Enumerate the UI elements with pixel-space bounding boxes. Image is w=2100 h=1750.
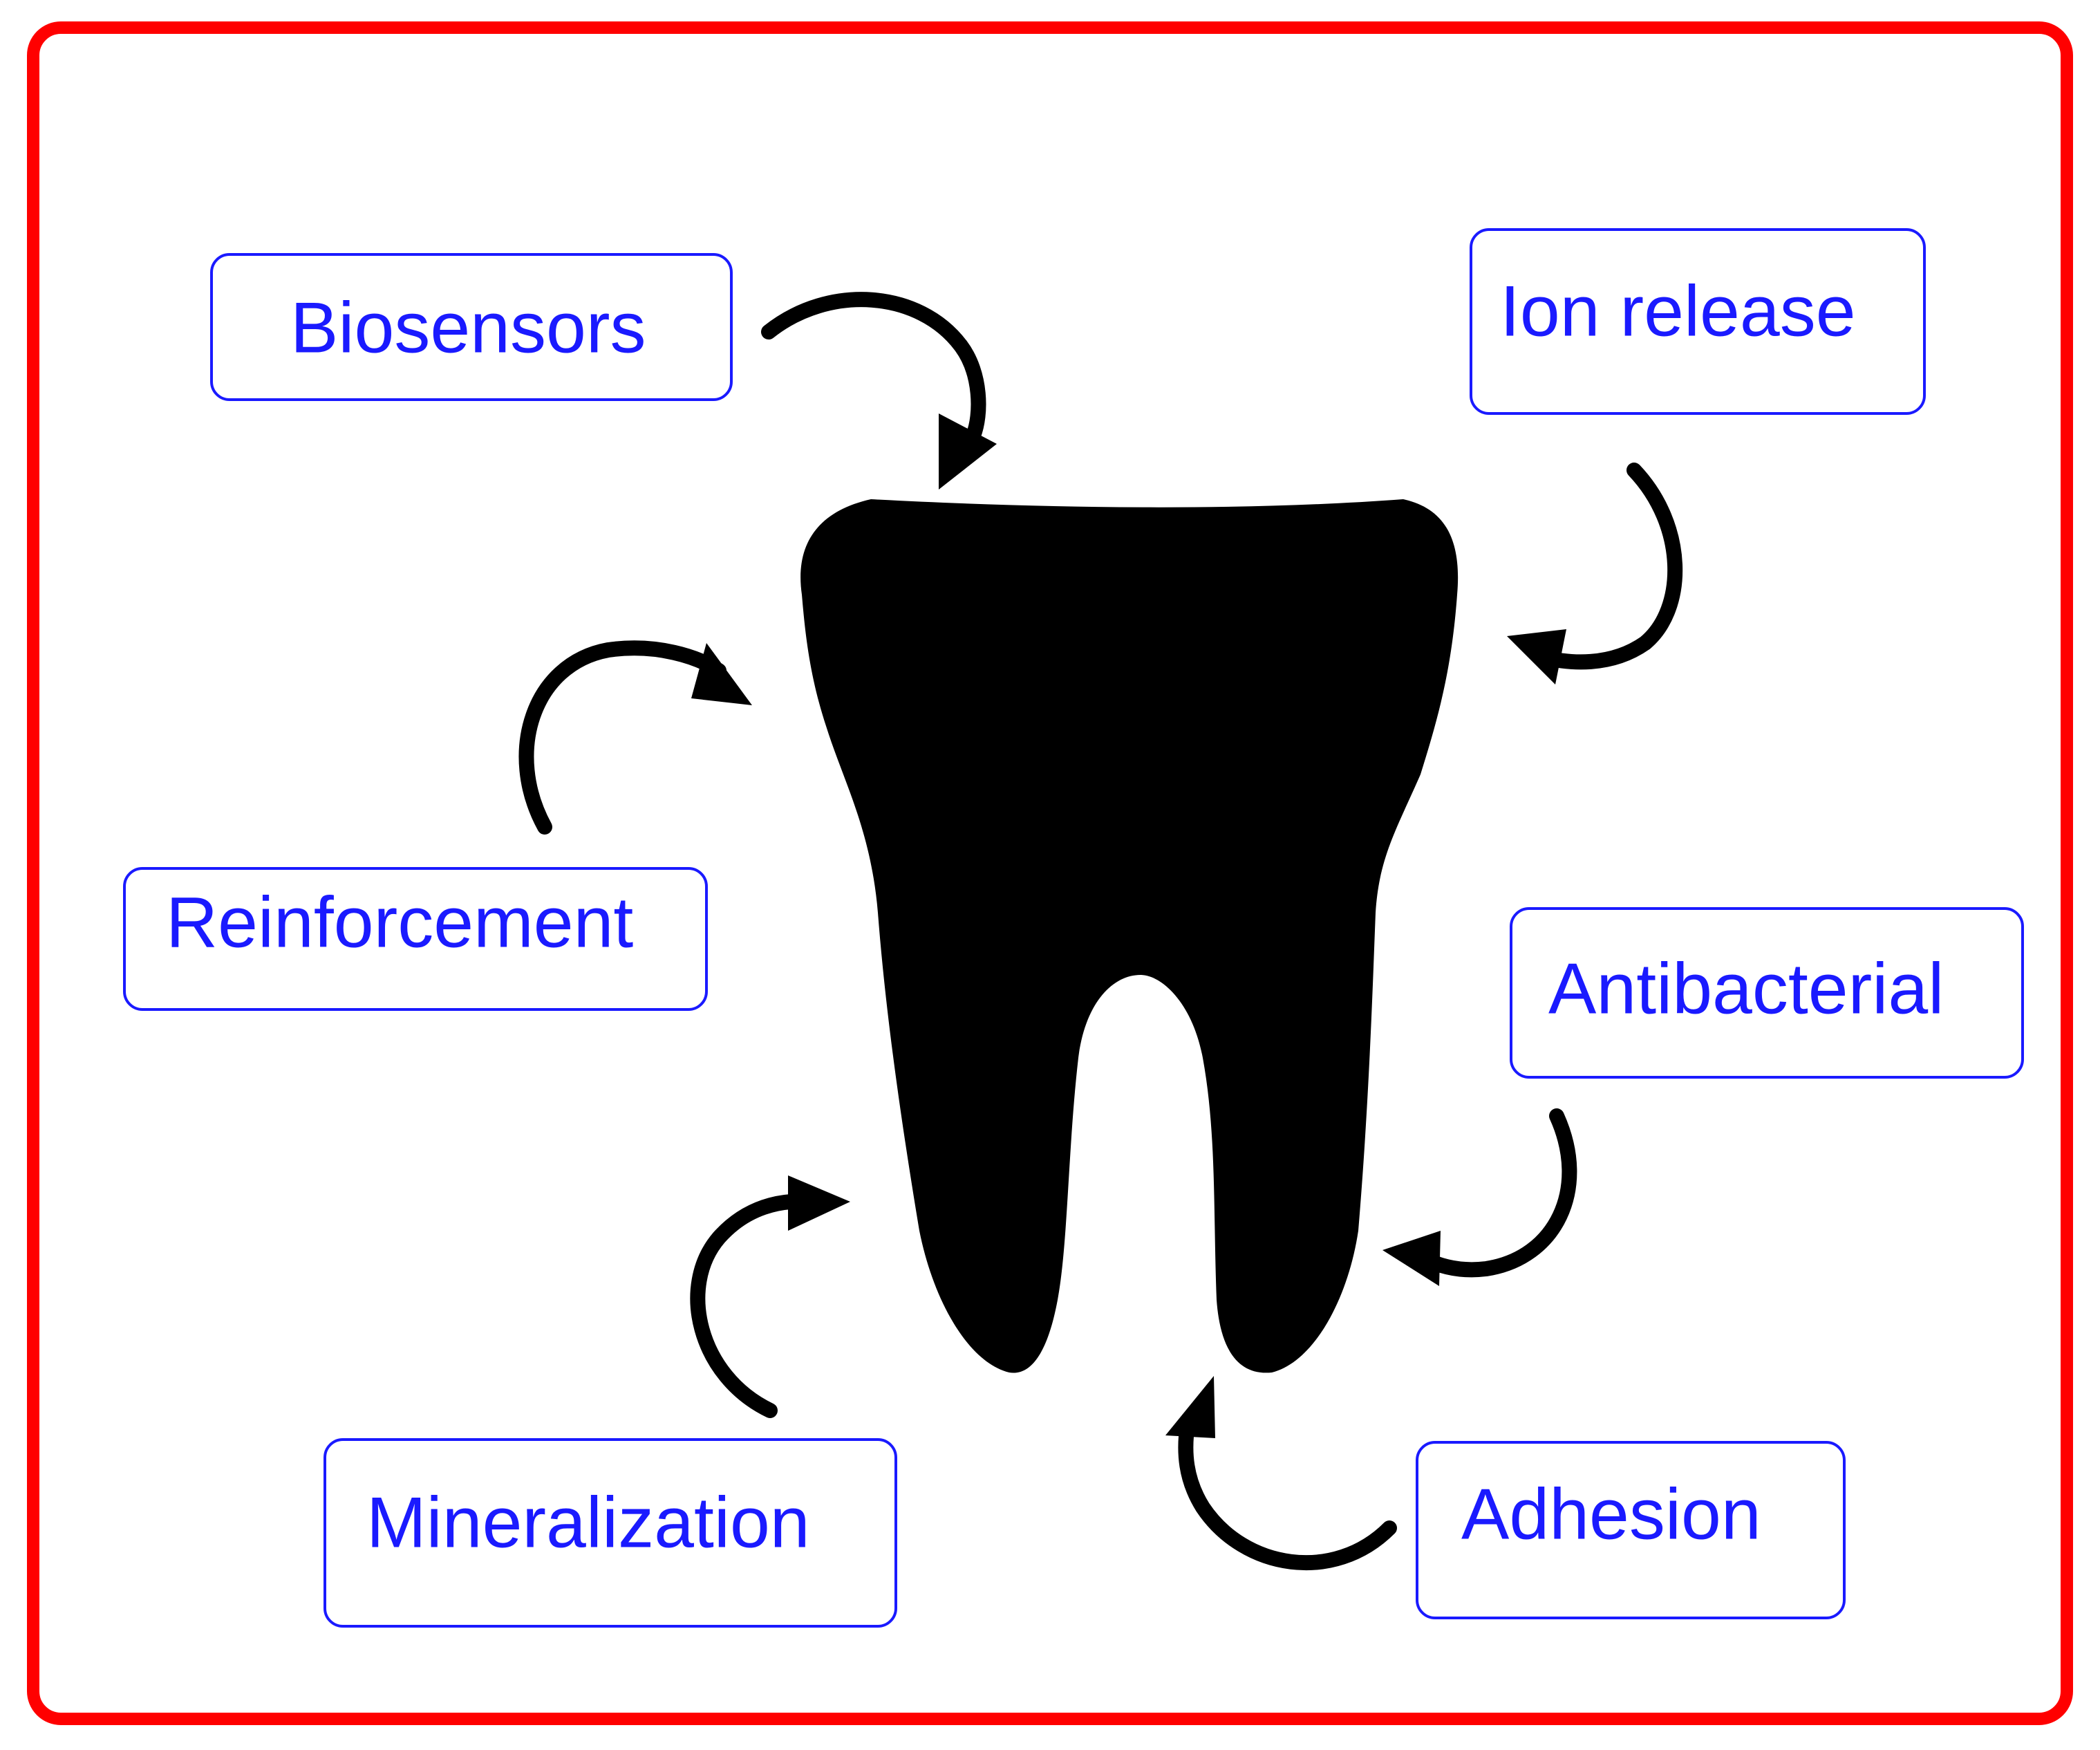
label-text-adhesion: Adhesion: [1461, 1474, 1761, 1554]
label-antibacterial: Antibacterial: [1510, 907, 2024, 1079]
label-box-biosensors: [210, 253, 733, 401]
arrow-adhesion: [1165, 1376, 1397, 1571]
label-box-ion-release: [1470, 228, 1926, 415]
label-text-biosensors: Biosensors: [290, 288, 646, 368]
arrow-antibacterial: [1382, 1108, 1577, 1286]
arrow-mineralization: [690, 1175, 850, 1418]
arrow-curve-adhesion: [1178, 1417, 1397, 1571]
label-biosensors: Biosensors: [210, 253, 733, 401]
tooth-icon: [800, 499, 1459, 1373]
label-ion-release: Ion release: [1470, 228, 1926, 415]
label-text-mineralization: Mineralization: [366, 1482, 810, 1563]
label-reinforcement: Reinforcement: [123, 867, 708, 1011]
arrow-curve-mineralization: [690, 1193, 816, 1418]
arrow-head-antibacterial: [1382, 1231, 1441, 1286]
label-text-antibacterial: Antibacterial: [1548, 949, 1944, 1029]
label-text-ion-release: Ion release: [1500, 271, 1856, 351]
label-box-reinforcement: [123, 867, 708, 1011]
arrow-reinforcement: [518, 640, 752, 835]
label-mineralization: Mineralization: [324, 1438, 897, 1628]
arrow-ion-release: [1507, 463, 1683, 685]
label-box-adhesion: [1416, 1441, 1846, 1619]
label-box-antibacterial: [1510, 907, 2024, 1079]
arrow-head-adhesion: [1165, 1376, 1215, 1438]
label-text-reinforcement: Reinforcement: [166, 882, 633, 962]
arrow-curve-ion-release: [1534, 463, 1683, 670]
arrow-curve-antibacterial: [1416, 1108, 1577, 1278]
arrow-curve-reinforcement: [518, 640, 726, 835]
arrow-head-ion-release: [1507, 629, 1566, 685]
arrow-head-mineralization: [788, 1175, 850, 1231]
arrow-biosensors: [761, 292, 997, 490]
label-box-mineralization: [324, 1438, 897, 1628]
arrow-head-biosensors: [939, 413, 997, 490]
arrow-curve-biosensors: [761, 292, 986, 443]
label-adhesion: Adhesion: [1416, 1441, 1846, 1619]
arrow-head-reinforcement: [691, 643, 752, 705]
